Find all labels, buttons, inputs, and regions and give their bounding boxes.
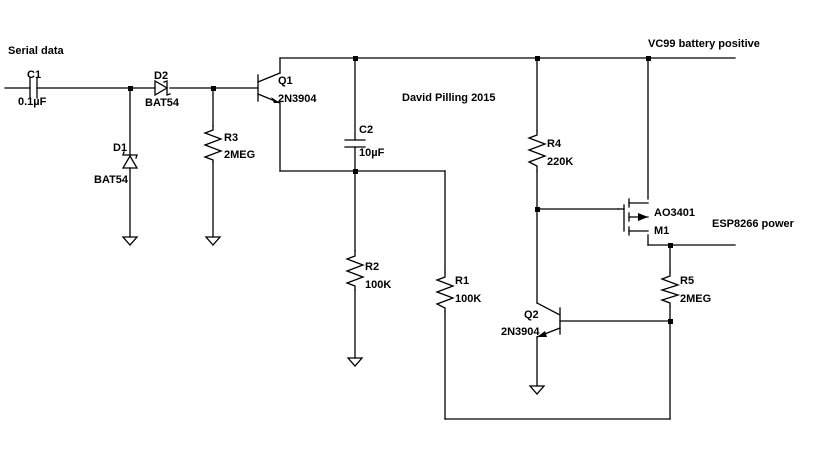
resistor-r3 bbox=[203, 125, 223, 163]
d1-value: BAT54 bbox=[94, 174, 129, 186]
r5-value: 2MEG bbox=[680, 293, 711, 305]
r1-value: 100K bbox=[455, 293, 481, 305]
d2-ref: D2 bbox=[154, 70, 168, 82]
d2-value: BAT54 bbox=[145, 97, 180, 109]
junction-dot bbox=[353, 169, 358, 174]
capacitor-c2 bbox=[344, 139, 366, 148]
ground-symbol-d1 bbox=[121, 236, 139, 246]
esp-net-label: ESP8266 power bbox=[712, 218, 795, 230]
q2-value: 2N3904 bbox=[501, 326, 540, 338]
r4-value: 220K bbox=[547, 156, 573, 168]
c1-ref: C1 bbox=[27, 69, 41, 81]
r2-value: 100K bbox=[365, 279, 391, 291]
m1-ref: M1 bbox=[654, 225, 669, 237]
m1-value: AO3401 bbox=[654, 207, 695, 219]
junction-dot bbox=[646, 56, 651, 61]
c2-value: 10µF bbox=[359, 147, 385, 159]
resistor-r2 bbox=[345, 250, 365, 291]
capacitor-c1 bbox=[29, 77, 38, 99]
r3-ref: R3 bbox=[224, 132, 238, 144]
c2-ref: C2 bbox=[359, 124, 373, 136]
junction-dot bbox=[535, 207, 540, 212]
junction-dot bbox=[668, 319, 673, 324]
r5-ref: R5 bbox=[680, 275, 694, 287]
mosfet-m1 bbox=[617, 198, 649, 236]
resistor-r1 bbox=[435, 271, 455, 313]
serial-data-label: Serial data bbox=[8, 45, 65, 57]
ground-symbol-r3 bbox=[204, 236, 222, 246]
q2-ref: Q2 bbox=[524, 309, 539, 321]
ground-symbol-q2 bbox=[528, 385, 546, 395]
r2-ref: R2 bbox=[365, 261, 379, 273]
junction-dot bbox=[128, 86, 133, 91]
junction-dot bbox=[668, 243, 673, 248]
vc99-net-label: VC99 battery positive bbox=[648, 38, 760, 50]
q1-ref: Q1 bbox=[278, 75, 293, 87]
diode-d2 bbox=[154, 79, 171, 97]
r4-ref: R4 bbox=[547, 138, 562, 150]
q1-value: 2N3904 bbox=[278, 93, 317, 105]
author-label: David Pilling 2015 bbox=[402, 92, 496, 104]
diode-d1 bbox=[121, 151, 139, 169]
r3-value: 2MEG bbox=[224, 149, 255, 161]
resistor-r5 bbox=[659, 271, 681, 307]
transistor-q2 bbox=[536, 302, 561, 338]
junction-dot bbox=[211, 86, 216, 91]
junction-dot bbox=[353, 56, 358, 61]
d1-ref: D1 bbox=[113, 142, 127, 154]
resistor-r4 bbox=[527, 130, 547, 172]
transistor-q1 bbox=[257, 72, 281, 104]
wires bbox=[4, 57, 736, 420]
junction-dot bbox=[535, 56, 540, 61]
c1-value: 0.1µF bbox=[18, 96, 47, 108]
junctions bbox=[128, 56, 673, 324]
r1-ref: R1 bbox=[455, 275, 469, 287]
ground-symbol-r2 bbox=[346, 357, 364, 367]
